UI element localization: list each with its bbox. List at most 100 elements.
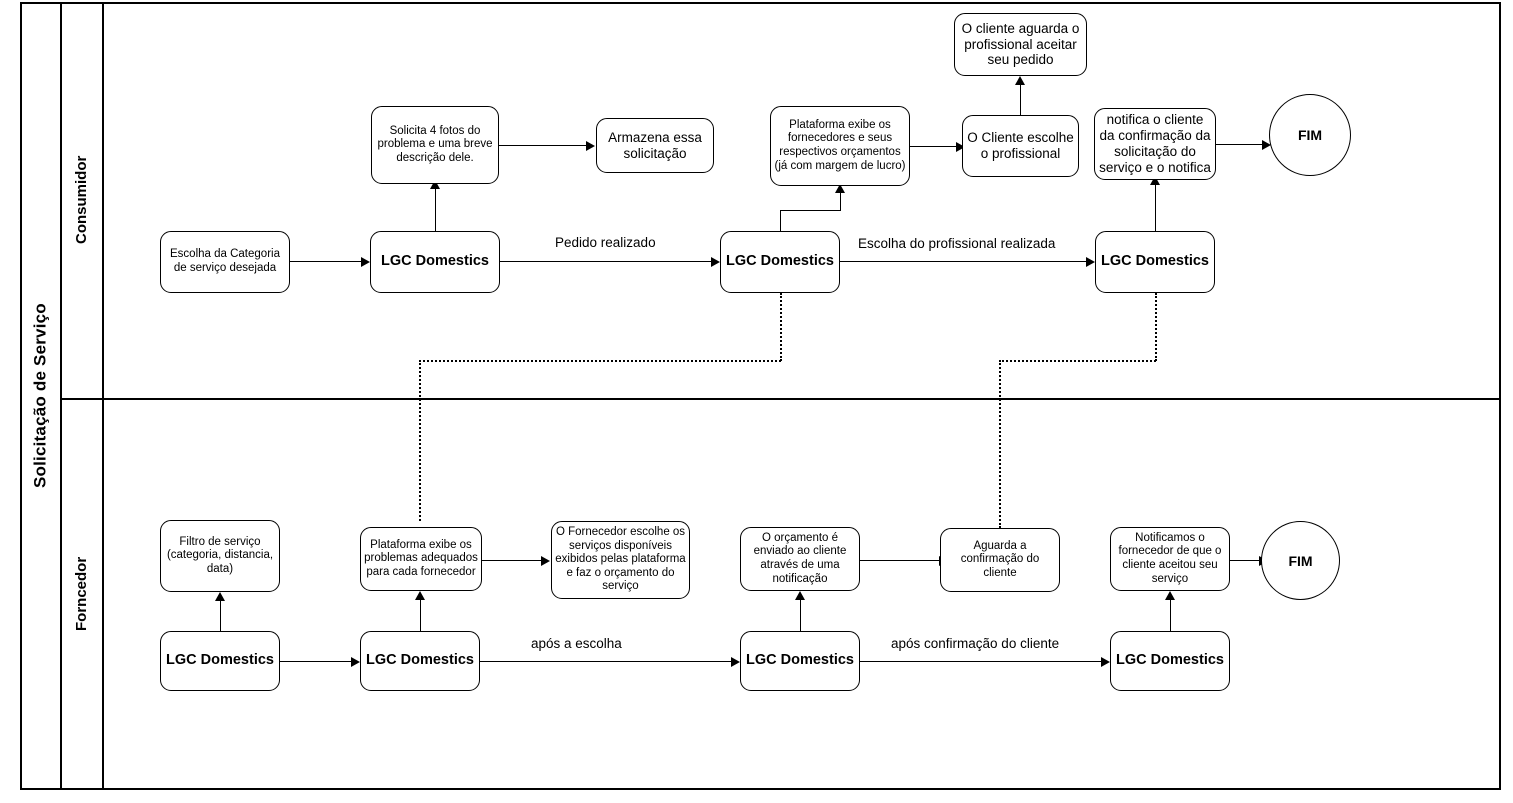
node-filtro-de-servico-label: Filtro de serviço (categoria, distancia,… bbox=[166, 535, 274, 575]
flow-lgc2-elbow-up bbox=[780, 210, 781, 231]
arrowhead bbox=[1262, 139, 1271, 150]
node-orcamento-enviado-label: O orçamento é enviado ao cliente através… bbox=[753, 531, 847, 585]
pool-label: Solicitação de Serviço bbox=[30, 303, 50, 489]
node-fornecedor-lgc-domestics-1[interactable]: LGC Domestics bbox=[160, 631, 280, 691]
edge-label-apos-escolha: após a escolha bbox=[528, 636, 625, 651]
lane-label-fornecedor: Forncedor bbox=[73, 556, 90, 632]
flow-orcamento-to-aguarda bbox=[860, 560, 940, 561]
flow-categoria-to-lgc1 bbox=[290, 261, 362, 262]
node-plataforma-exibe-problemas-label: Plataforma exibe os problemas adequados … bbox=[364, 538, 478, 578]
node-escolha-categoria[interactable]: Escolha da Categoria de serviço desejada bbox=[160, 231, 290, 293]
node-notifica-cliente-confirmacao[interactable]: notifica o cliente da confirmação da sol… bbox=[1094, 108, 1216, 180]
arrowhead bbox=[415, 591, 425, 600]
node-end-event-fornecedor[interactable]: FIM bbox=[1261, 521, 1340, 600]
node-fornecedor-lgc-domestics-3-label: LGC Domestics bbox=[746, 652, 854, 669]
flow-lgc2-elbow-across bbox=[780, 210, 840, 211]
lane-divider bbox=[60, 398, 1501, 400]
flow-plataforma-to-cliente-escolhe bbox=[910, 146, 957, 147]
edge-label-escolha-profissional: Escolha do profissional realizada bbox=[855, 236, 1059, 251]
node-fornecedor-escolhe-servicos-label: O Fornecedor escolhe os serviços disponí… bbox=[555, 526, 686, 593]
flow-flgc4-to-notificamos bbox=[1170, 597, 1171, 631]
node-lgc-domestics-3-label: LGC Domestics bbox=[1101, 253, 1209, 270]
arrowhead bbox=[541, 555, 550, 566]
flow-flgc1-to-flgc2 bbox=[280, 661, 352, 662]
lane-label-consumidor: Consumidor bbox=[73, 155, 90, 245]
flow-lgc3-to-notifica bbox=[1155, 182, 1156, 231]
node-solicita-fotos-label: Solicita 4 fotos do problema e uma breve… bbox=[377, 124, 493, 164]
node-lgc-domestics-2-label: LGC Domestics bbox=[726, 253, 834, 270]
node-lgc-domestics-1[interactable]: LGC Domestics bbox=[370, 231, 500, 293]
flow-notifica-to-fim bbox=[1216, 144, 1263, 145]
node-aguarda-confirmacao-cliente[interactable]: Aguarda a confirmação do cliente bbox=[940, 528, 1060, 592]
node-fornecedor-lgc-domestics-4[interactable]: LGC Domestics bbox=[1110, 631, 1230, 691]
flow-notificamos-to-fim bbox=[1230, 560, 1260, 561]
arrowhead bbox=[1086, 256, 1095, 267]
flow-flgc3-to-flgc4 bbox=[860, 661, 1102, 662]
node-notificamos-fornecedor[interactable]: Notificamos o fornecedor de que o client… bbox=[1110, 527, 1230, 591]
node-armazena-solicitacao-label: Armazena essa solicitação bbox=[608, 129, 702, 161]
node-fornecedor-lgc-domestics-3[interactable]: LGC Domestics bbox=[740, 631, 860, 691]
node-solicita-fotos[interactable]: Solicita 4 fotos do problema e uma breve… bbox=[371, 106, 499, 184]
flow-solicita-to-armazena bbox=[499, 145, 587, 146]
node-fornecedor-escolhe-servicos[interactable]: O Fornecedor escolhe os serviços disponí… bbox=[551, 521, 690, 599]
arrowhead bbox=[1101, 656, 1110, 667]
edge-label-apos-confirmacao: após confirmação do cliente bbox=[888, 636, 1063, 651]
message-flow-1-segment-left bbox=[419, 360, 781, 362]
message-flow-1-segment-down2 bbox=[419, 360, 421, 521]
message-flow-2-segment-down bbox=[1155, 293, 1157, 361]
node-plataforma-exibe-fornecedores[interactable]: Plataforma exibe os fornecedores e seus … bbox=[770, 106, 910, 186]
arrowhead bbox=[795, 591, 805, 600]
message-flow-2-segment-left bbox=[999, 360, 1156, 362]
lane-label-divider bbox=[102, 2, 104, 790]
node-lgc-domestics-1-label: LGC Domestics bbox=[381, 253, 489, 270]
node-end-event-consumidor[interactable]: FIM bbox=[1269, 94, 1351, 176]
node-cliente-aguarda-aceite[interactable]: O cliente aguarda o profissional aceitar… bbox=[954, 13, 1087, 76]
message-flow-1-segment-down bbox=[780, 293, 782, 361]
arrowhead bbox=[351, 656, 360, 667]
flow-flgc3-to-orcamento bbox=[800, 597, 801, 631]
flow-flgc1-to-filtro bbox=[220, 598, 221, 631]
arrowhead bbox=[1150, 176, 1160, 185]
node-filtro-de-servico[interactable]: Filtro de serviço (categoria, distancia,… bbox=[160, 520, 280, 592]
node-end-event-consumidor-label: FIM bbox=[1297, 127, 1323, 143]
node-escolha-categoria-label: Escolha da Categoria de serviço desejada bbox=[170, 248, 280, 274]
flow-lgc1-to-solicita-fotos bbox=[435, 185, 436, 231]
arrowhead bbox=[711, 256, 720, 267]
node-plataforma-exibe-problemas[interactable]: Plataforma exibe os problemas adequados … bbox=[360, 527, 482, 591]
node-armazena-solicitacao[interactable]: Armazena essa solicitação bbox=[596, 118, 714, 173]
node-notifica-cliente-confirmacao-label: notifica o cliente da confirmação da sol… bbox=[1099, 112, 1211, 175]
flow-lgc2-to-lgc3 bbox=[840, 261, 1087, 262]
node-fornecedor-lgc-domestics-1-label: LGC Domestics bbox=[166, 652, 274, 669]
arrowhead bbox=[215, 592, 225, 601]
flow-flgc2-to-plataforma-problemas bbox=[420, 597, 421, 631]
arrowhead bbox=[731, 656, 740, 667]
node-end-event-fornecedor-label: FIM bbox=[1288, 552, 1313, 569]
node-lgc-domestics-2[interactable]: LGC Domestics bbox=[720, 231, 840, 293]
node-orcamento-enviado[interactable]: O orçamento é enviado ao cliente através… bbox=[740, 527, 860, 591]
arrowhead bbox=[835, 184, 845, 193]
flow-plataforma-problemas-to-fornecedor-escolhe bbox=[482, 560, 542, 561]
flow-lgc1-to-lgc2 bbox=[500, 261, 712, 262]
node-notificamos-fornecedor-label: Notificamos o fornecedor de que o client… bbox=[1118, 531, 1222, 585]
arrowhead bbox=[430, 180, 440, 189]
arrowhead bbox=[361, 256, 370, 267]
flow-cliente-escolhe-to-aguarda bbox=[1020, 82, 1021, 115]
node-cliente-aguarda-aceite-label: O cliente aguarda o profissional aceitar… bbox=[961, 20, 1080, 68]
arrowhead bbox=[956, 141, 965, 152]
message-flow-2-segment-down2 bbox=[999, 360, 1001, 528]
arrowhead bbox=[1165, 591, 1175, 600]
edge-label-pedido-realizado: Pedido realizado bbox=[552, 235, 659, 250]
node-aguarda-confirmacao-cliente-label: Aguarda a confirmação do cliente bbox=[960, 539, 1040, 579]
arrowhead bbox=[586, 140, 595, 151]
node-lgc-domestics-3[interactable]: LGC Domestics bbox=[1095, 231, 1215, 293]
node-fornecedor-lgc-domestics-4-label: LGC Domestics bbox=[1116, 652, 1224, 669]
flow-lgc2-to-plataforma bbox=[840, 190, 841, 211]
node-cliente-escolhe-profissional-label: O Cliente escolhe o profissional bbox=[967, 130, 1074, 161]
node-fornecedor-lgc-domestics-2[interactable]: LGC Domestics bbox=[360, 631, 480, 691]
node-fornecedor-lgc-domestics-2-label: LGC Domestics bbox=[366, 652, 474, 669]
pool-label-divider bbox=[60, 2, 62, 790]
node-cliente-escolhe-profissional[interactable]: O Cliente escolhe o profissional bbox=[962, 115, 1079, 177]
arrowhead bbox=[1015, 76, 1025, 85]
flow-flgc2-to-flgc3 bbox=[480, 661, 732, 662]
